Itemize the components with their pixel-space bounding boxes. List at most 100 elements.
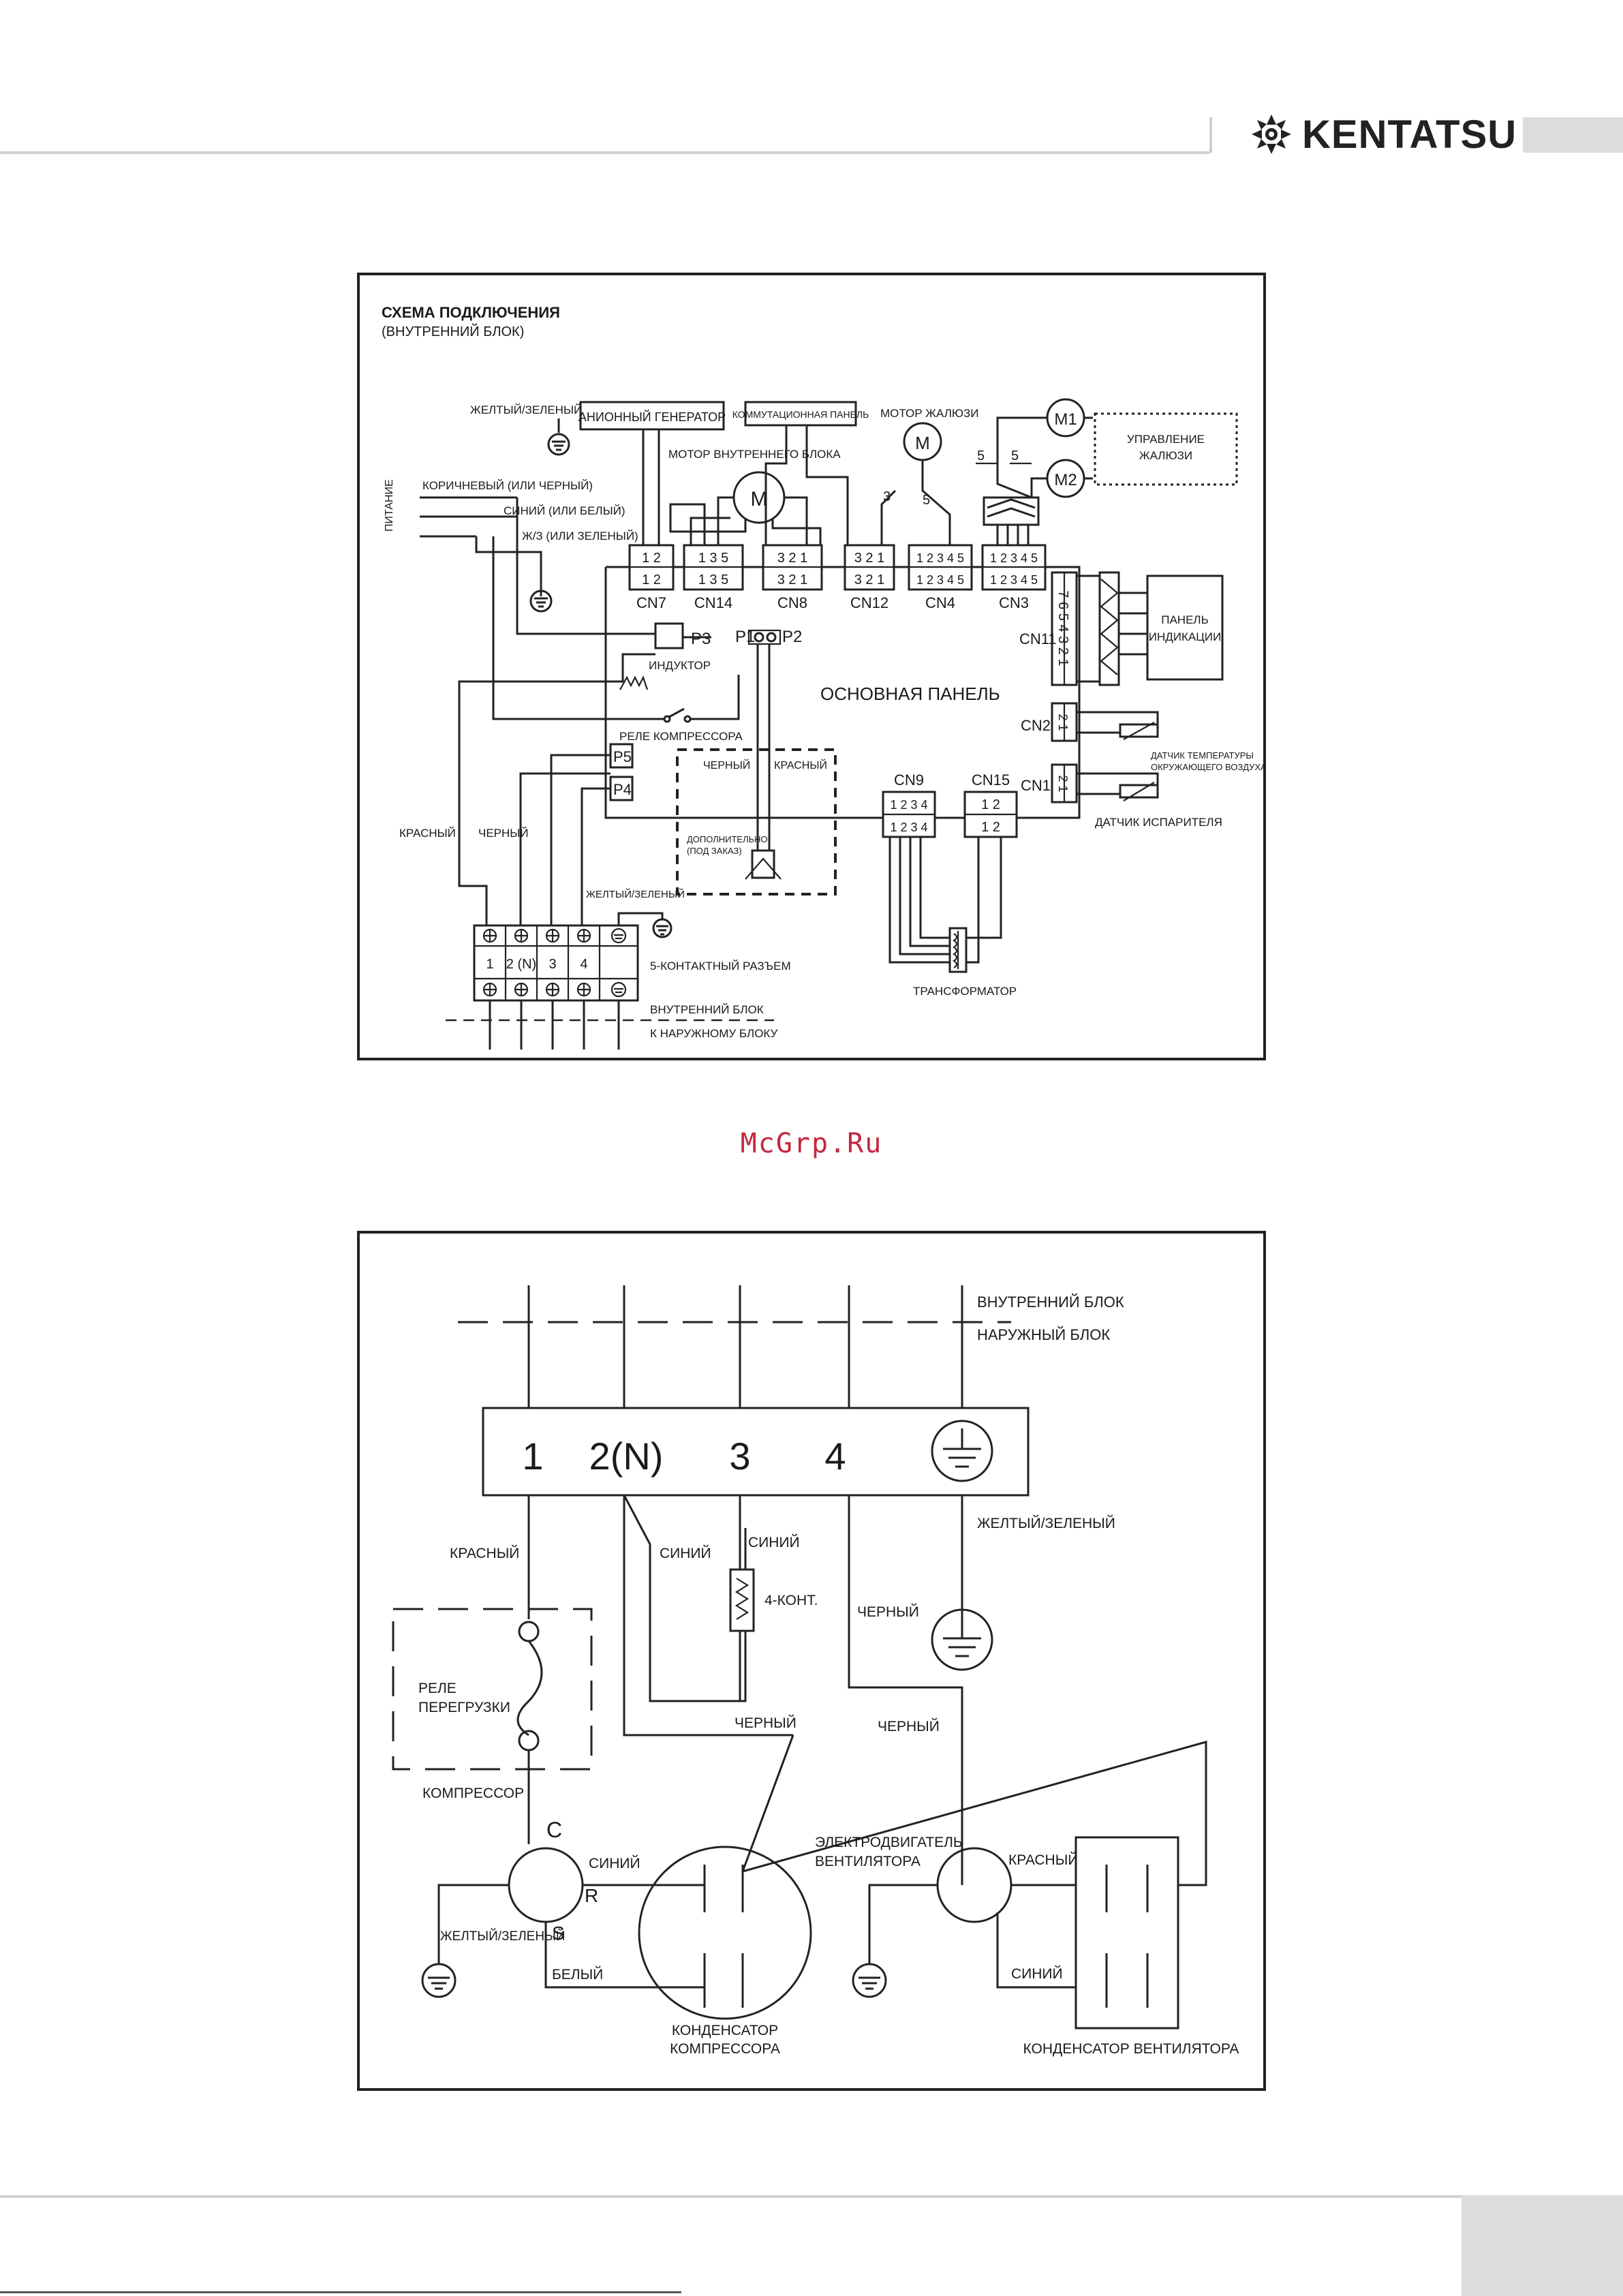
p2-label: P2 (782, 628, 802, 646)
evap-sensor-label: ДАТЧИК ИСПАРИТЕЛЯ (1095, 816, 1222, 829)
display-panel-label-2: ИНДИКАЦИИ (1149, 630, 1221, 643)
svg-text:CN3: CN3 (999, 594, 1029, 611)
compressor-r: R (585, 1885, 598, 1906)
fan-motor-label-2: ВЕНТИЛЯТОРА (815, 1854, 921, 1869)
body-ground-icon (931, 1608, 993, 1671)
footer-block (1462, 2195, 1623, 2296)
kentatsu-logo-icon (1252, 114, 1291, 154)
svg-text:1 2: 1 2 (642, 551, 661, 566)
black-wire-label-2: ЧЕРНЫЙ (735, 1715, 797, 1731)
fan-blue-label: СИНИЙ (1011, 1965, 1063, 1982)
power-ground-icon (529, 590, 553, 613)
svg-text:CN14: CN14 (694, 594, 732, 611)
svg-text:1 2: 1 2 (981, 797, 1000, 812)
fan-ground-icon (852, 1963, 887, 1998)
p5-label: P5 (613, 748, 632, 765)
svg-text:CN8: CN8 (777, 594, 807, 611)
indoor-title: СХЕМА ПОДКЛЮЧЕНИЯ (382, 304, 560, 321)
svg-text:1 3 5: 1 3 5 (698, 551, 728, 566)
svg-text:1: 1 (486, 957, 493, 972)
comp-cap-label-1: КОНДЕНСАТОР (672, 2023, 778, 2038)
optional-label-1: ДОПОЛНИТЕЛЬНО (687, 834, 768, 844)
transformer-icon (948, 927, 968, 973)
svg-text:CN12: CN12 (850, 594, 888, 611)
connector-cn7: 1 2 1 2 CN7 (628, 544, 675, 611)
connector-cn3: 1 2 3 4 5 1 2 3 4 5 CN3 (981, 544, 1047, 611)
optional-label-2: (ПОД ЗАКАЗ) (687, 846, 742, 856)
svg-text:1 3 5: 1 3 5 (698, 572, 728, 587)
four-way-valve-icon (729, 1568, 755, 1632)
terminal-3: 3 (729, 1435, 750, 1478)
switch-panel-label: КОММУТАЦИОННАЯ ПАНЕЛЬ (732, 409, 869, 420)
optional-red-label: КРАСНЫЙ (774, 759, 827, 771)
to-outdoor-label: К НАРУЖНОМУ БЛОКУ (650, 1027, 778, 1040)
svg-text:CN7: CN7 (636, 594, 666, 611)
connector-cn1: 2 1 CN1 (1021, 763, 1078, 803)
four-way-label: 4-КОНТ. (764, 1593, 818, 1608)
ambient-sensor-label-2: ОКРУЖАЮЩЕГО ВОЗДУХА (1151, 762, 1266, 772)
terminal-1: 1 (522, 1435, 543, 1478)
comp-yg-label: ЖЕЛТЫЙ/ЗЕЛЕНЫЙ (440, 1929, 566, 1944)
yg-terminal-label: ЖЕЛТЫЙ/ЗЕЛЕНЫЙ (586, 888, 685, 900)
svg-text:4: 4 (580, 957, 587, 972)
display-panel-label-1: ПАНЕЛЬ (1161, 613, 1209, 626)
cn12-wire-count: 3 (883, 489, 891, 504)
optional-black-label: ЧЕРНЫЙ (703, 759, 750, 771)
louver-control-label-1: УПРАВЛЕНИЕ (1127, 433, 1205, 446)
svg-text:CN9: CN9 (894, 771, 924, 789)
svg-text:CN4: CN4 (925, 594, 955, 611)
louver-motor-m: M (915, 433, 930, 453)
power-label: ПИТАНИЕ (384, 479, 395, 532)
five-pin-label: 5-КОНТАКТНЫЙ РАЗЪЕМ (650, 960, 791, 973)
cn4-wire-count: 5 (923, 493, 930, 508)
svg-text:1 2 3 4: 1 2 3 4 (890, 798, 927, 812)
header-bar (1523, 117, 1623, 153)
black-wire-label-3: ЧЕРНЫЙ (878, 1718, 940, 1734)
connector-cn15: 1 2 1 2 CN15 (963, 771, 1018, 838)
top-ground-icon (547, 433, 570, 456)
brown-wire-label: КОРИЧНЕВЫЙ (ИЛИ ЧЕРНЫЙ) (422, 479, 593, 492)
comp-blue-label: СИНИЙ (589, 1855, 640, 1871)
overload-label-1: РЕЛЕ (418, 1681, 457, 1696)
inductor-label: ИНДУКТОР (649, 659, 711, 672)
connector-cn8: 3 2 1 3 2 1 CN8 (762, 544, 823, 611)
svg-text:2 1: 2 1 (1056, 775, 1070, 792)
connector-cn14: 1 3 5 1 3 5 CN14 (683, 544, 744, 611)
svg-text:1 2 3 4 5: 1 2 3 4 5 (990, 551, 1038, 565)
svg-text:CN2: CN2 (1021, 717, 1051, 734)
red-label: КРАСНЫЙ (399, 827, 456, 840)
svg-text:2 1: 2 1 (1056, 714, 1070, 731)
anion-generator-label: АНИОННЫЙ ГЕНЕРАТОР (578, 410, 726, 424)
fan-cap-label: КОНДЕНСАТОР ВЕНТИЛЯТОРА (1023, 2041, 1239, 2057)
terminal-2n: 2(N) (589, 1435, 664, 1478)
terminal-4: 4 (824, 1435, 846, 1478)
white-wire-label: БЕЛЫЙ (552, 1966, 603, 1983)
footer-rule (0, 2195, 1462, 2198)
connector-cn11: 7 6 5 4 3 2 1 CN11 (1019, 571, 1078, 686)
motor-m1: M1 (1054, 410, 1077, 429)
outdoor-indoor-unit-label: ВНУТРЕННИЙ БЛОК (977, 1294, 1124, 1311)
blue-wire-label: СИНИЙ (ИЛИ БЕЛЫЙ) (504, 504, 625, 517)
svg-text:3 2 1: 3 2 1 (777, 551, 807, 566)
svg-text:2 (N): 2 (N) (506, 957, 536, 972)
yg-top-label: ЖЕЛТЫЙ/ЗЕЛЕНЫЙ (470, 403, 582, 416)
m2-wire-count: 5 (1011, 448, 1019, 463)
svg-text:CN11: CN11 (1019, 630, 1057, 647)
svg-text:3: 3 (548, 957, 556, 972)
ambient-sensor-label-1: ДАТЧИК ТЕМПЕРАТУРЫ (1151, 750, 1254, 761)
fan-red-label: КРАСНЫЙ (1008, 1852, 1078, 1868)
outdoor-wiring-diagram: ВНУТРЕННИЙ БЛОК НАРУЖНЫЙ БЛОК 1 2(N) 3 4… (357, 1231, 1266, 2091)
louver-motor-label: МОТОР ЖАЛЮЗИ (880, 407, 979, 420)
main-board-label: ОСНОВНАЯ ПАНЕЛЬ (820, 684, 1000, 704)
indoor-unit-label: ВНУТРЕННИЙ БЛОК (650, 1003, 764, 1016)
footer-strip (0, 2291, 681, 2293)
connector-cn12: 3 2 1 3 2 1 CN12 (844, 544, 895, 611)
svg-text:CN1: CN1 (1021, 777, 1051, 794)
connector-cn9: 1 2 3 4 1 2 3 4 CN9 (882, 771, 936, 838)
motor-m2: M2 (1054, 471, 1077, 489)
yg-wire-label: Ж/З (ИЛИ ЗЕЛЕНЫЙ) (522, 530, 638, 542)
compressor-s: S (552, 1923, 565, 1944)
red-wire-label: КРАСНЫЙ (450, 1545, 519, 1561)
black-label: ЧЕРНЫЙ (478, 827, 529, 840)
compressor-c: C (546, 1818, 562, 1842)
